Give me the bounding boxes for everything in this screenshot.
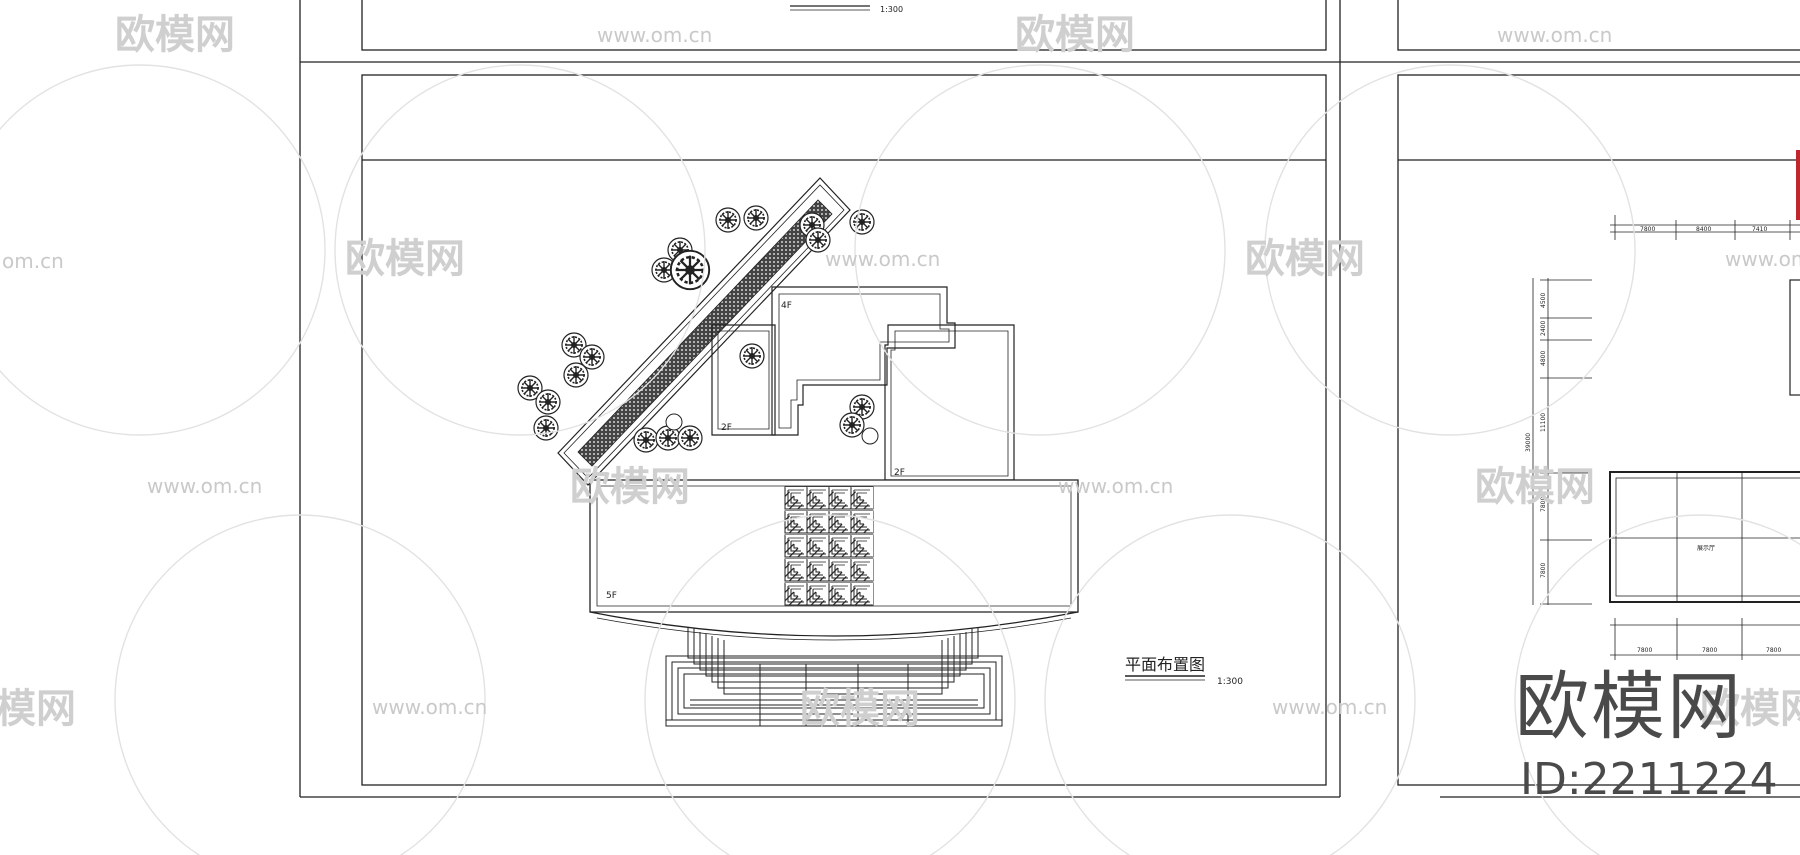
watermark-url-partial-left: om.cn bbox=[2, 249, 64, 273]
watermark-url-7: www.om.cn bbox=[372, 695, 487, 719]
watermark-url-3: www.om.cn bbox=[825, 247, 940, 271]
dim-total: 39000 bbox=[1525, 433, 1532, 452]
right-plan-dim-labels: 7800 8400 7410 4500 2400 4800 11100 7800… bbox=[1525, 226, 1781, 654]
floor-label-4f: 4F bbox=[781, 301, 792, 311]
watermark-url-8: www.om.cn bbox=[1272, 695, 1387, 719]
sheet-frames bbox=[299, 0, 1800, 798]
floor-label-2f-right: 2F bbox=[894, 468, 905, 478]
watermark-logo-5: 欧模网 bbox=[570, 464, 690, 510]
watermark-logo-7: 欧模网 bbox=[800, 686, 920, 732]
watermarks: 欧模网 www.om.cn 欧模网 www.om.cn om.cn 欧模网 ww… bbox=[0, 12, 1800, 732]
top-scale-label: 1:300 bbox=[880, 5, 903, 14]
watermark-logo-partial-left: 模网 bbox=[0, 686, 76, 732]
dim-side-3: 4800 bbox=[1540, 351, 1547, 366]
watermark-logo-2: 欧模网 bbox=[1015, 12, 1135, 58]
floor-label-5f: 5F bbox=[606, 591, 617, 601]
block-4f bbox=[771, 286, 956, 436]
dim-side-1: 4500 bbox=[1540, 293, 1547, 308]
drawing-title: 平面布置图 bbox=[1125, 655, 1205, 674]
dim-bottom-1: 7800 bbox=[1637, 647, 1652, 654]
block-2f-left bbox=[711, 324, 776, 436]
watermark-logo-6: 欧模网 bbox=[1475, 464, 1595, 510]
right-floor-plan bbox=[1532, 215, 1800, 660]
tree-cluster bbox=[517, 205, 879, 453]
dim-top-3: 7410 bbox=[1752, 226, 1767, 233]
room-label: 展示厅 bbox=[1697, 545, 1715, 552]
watermark-arcs bbox=[0, 64, 1800, 855]
brand-id-text: ID:2211224 bbox=[1520, 754, 1778, 805]
triangle-grid bbox=[784, 486, 874, 606]
stepped-plaza bbox=[665, 628, 1003, 727]
diagonal-walkway bbox=[557, 177, 851, 486]
drawing-scale: 1:300 bbox=[1217, 677, 1243, 687]
dim-bottom-2: 7800 bbox=[1702, 647, 1717, 654]
watermark-url-1: www.om.cn bbox=[597, 23, 712, 47]
watermark-url-4: www.om.cn bbox=[1725, 247, 1800, 271]
dim-bottom-3: 7800 bbox=[1766, 647, 1781, 654]
watermark-url-2: www.om.cn bbox=[1497, 23, 1612, 47]
watermark-url-6: www.om.cn bbox=[1058, 474, 1173, 498]
dim-side-5: 7800 bbox=[1540, 497, 1547, 512]
dim-side-4: 11100 bbox=[1540, 413, 1547, 432]
watermark-logo-1: 欧模网 bbox=[115, 12, 235, 58]
floor-label-2f-left: 2F bbox=[721, 423, 732, 433]
dim-side-2: 2400 bbox=[1540, 321, 1547, 336]
brand-logo-text: 欧模网 bbox=[1515, 664, 1743, 750]
watermark-url-5: www.om.cn bbox=[147, 474, 262, 498]
dim-top-1: 7800 bbox=[1640, 226, 1655, 233]
watermark-logo-3: 欧模网 bbox=[345, 236, 465, 282]
watermark-logo-8: 欧模网 bbox=[1700, 686, 1800, 732]
site-plan: 4F 2F 2F 5F 平面布置图 1:300 bbox=[517, 177, 1243, 727]
dim-side-6: 7800 bbox=[1540, 563, 1547, 578]
watermark-logo-4: 欧模网 bbox=[1245, 236, 1365, 282]
dim-top-2: 8400 bbox=[1696, 226, 1711, 233]
red-marker bbox=[1796, 150, 1800, 220]
